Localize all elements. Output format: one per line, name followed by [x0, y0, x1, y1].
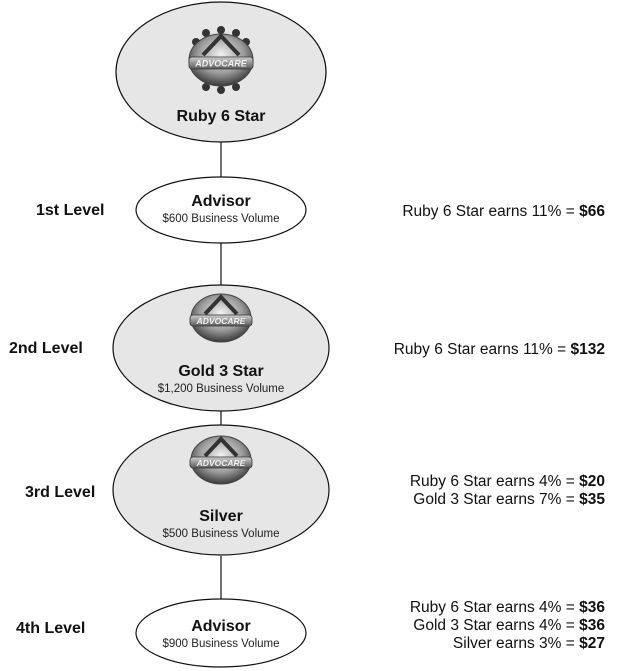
level-label-3: 3rd Level	[25, 484, 96, 501]
node-subtitle: $900 Business Volume	[163, 638, 280, 650]
node-title: Advisor	[191, 618, 251, 635]
svg-text:ADVOCARE: ADVOCARE	[194, 59, 248, 69]
level-label-1: 1st Level	[36, 202, 105, 219]
node-ellipse	[135, 176, 307, 244]
node-title: Advisor	[191, 193, 251, 210]
node-subtitle: $600 Business Volume	[163, 213, 280, 225]
node-advisor-level-1: Advisor $600 Business Volume	[135, 176, 307, 244]
node-title: Silver	[199, 508, 243, 525]
node-title: Ruby 6 Star	[177, 108, 266, 125]
earnings-amount: $66	[579, 203, 605, 220]
earnings-amount: $27	[579, 635, 605, 652]
earnings-amount: $35	[579, 491, 605, 508]
earnings-amount: $36	[579, 599, 605, 616]
node-subtitle: $500 Business Volume	[163, 528, 280, 540]
earnings-line: Ruby 6 Star earns 4% = $36	[409, 599, 605, 616]
earnings-line: Silver earns 3% = $27	[452, 635, 605, 652]
earnings-line: Gold 3 Star earns 7% = $35	[413, 491, 605, 508]
node-advisor-level-4: Advisor $900 Business Volume	[135, 598, 307, 668]
node-gold-3-star: ADVOCARE Gold 3 Star $1,200 Business Vol…	[112, 284, 330, 412]
earnings-amount: $20	[579, 473, 605, 490]
node-ellipse	[112, 284, 330, 412]
earnings-amount: $132	[570, 341, 605, 358]
node-ellipse	[135, 598, 307, 668]
node-ruby-6-star: ADVOCARE Ruby 6 Star	[115, 1, 327, 143]
node-silver: ADVOCARE Silver $500 Business Volume	[112, 424, 330, 556]
advocare-ruby-logo-icon: ADVOCARE	[188, 26, 254, 94]
earnings-line: Ruby 6 Star earns 4% = $20	[409, 473, 605, 490]
earnings-level-4: Ruby 6 Star earns 4% = $36 Gold 3 Star e…	[410, 599, 605, 653]
advocare-silver-logo-icon: ADVOCARE	[189, 435, 253, 485]
earnings-line: Gold 3 Star earns 4% = $36	[413, 617, 605, 634]
node-title: Gold 3 Star	[178, 363, 263, 380]
earnings-line: Ruby 6 Star earns 11% = $66	[402, 203, 605, 220]
earnings-line: Ruby 6 Star earns 11% = $132	[393, 341, 605, 358]
earnings-amount: $36	[579, 617, 605, 634]
level-label-2: 2nd Level	[9, 340, 83, 357]
svg-text:ADVOCARE: ADVOCARE	[196, 316, 246, 326]
level-label-4: 4th Level	[16, 620, 86, 637]
node-subtitle: $1,200 Business Volume	[158, 383, 285, 395]
earnings-level-1: Ruby 6 Star earns 11% = $66	[402, 203, 605, 221]
earnings-level-2: Ruby 6 Star earns 11% = $132	[394, 341, 605, 359]
advocare-gold-logo-icon: ADVOCARE	[189, 293, 253, 343]
node-ellipse	[112, 424, 330, 556]
svg-text:ADVOCARE: ADVOCARE	[196, 458, 246, 468]
earnings-level-3: Ruby 6 Star earns 4% = $20 Gold 3 Star e…	[410, 473, 605, 509]
